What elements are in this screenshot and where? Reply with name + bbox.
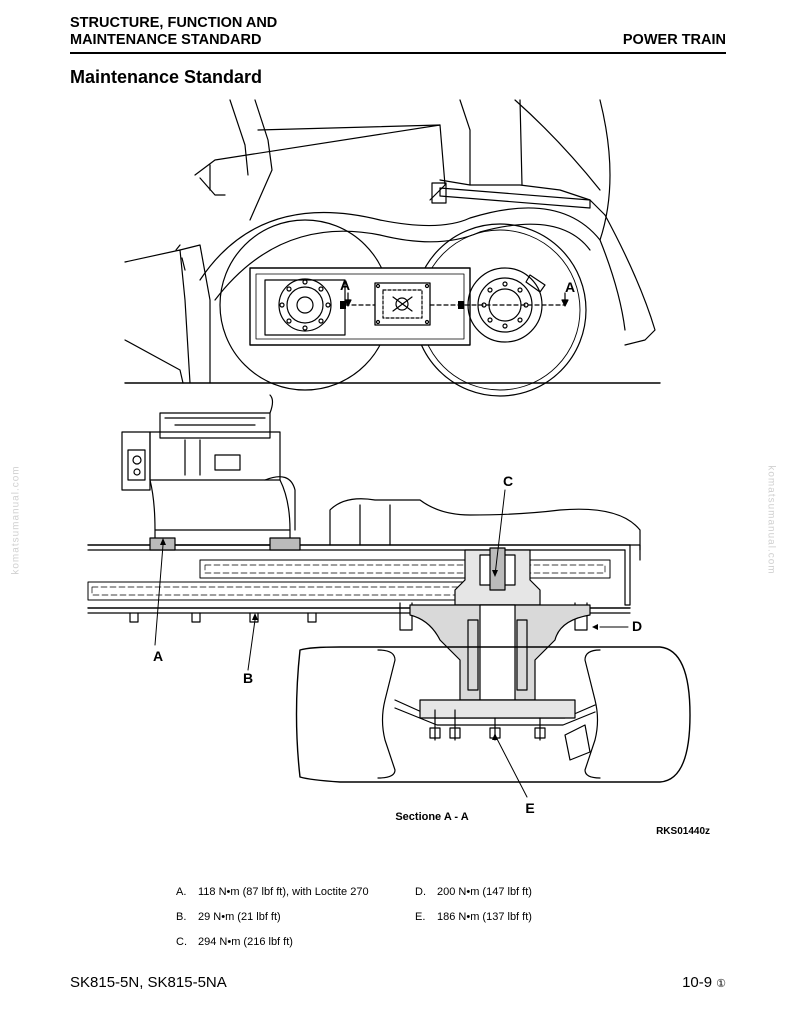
header-section-name: POWER TRAIN: [622, 32, 726, 48]
figure-code: RKS01440z: [656, 826, 710, 837]
callout-c: C: [503, 473, 513, 489]
section-marker-right: A: [565, 279, 575, 295]
legend-letter: E.: [415, 911, 426, 923]
header-title-line1: STRUCTURE, FUNCTION AND: [70, 15, 278, 31]
legend-letter: B.: [176, 911, 187, 923]
section-caption: Sectione A - A: [395, 811, 468, 823]
callout-d: D: [632, 618, 642, 634]
machine-side-view: [124, 99, 661, 397]
page-number: 10-9: [682, 974, 713, 991]
header-divider: [70, 52, 726, 54]
section-marker-left: A: [340, 277, 350, 293]
header-chapter-title: STRUCTURE, FUNCTION AND MAINTENANCE STAN…: [70, 15, 277, 49]
legend-item-a: A. 118 N•m (87 lbf ft), with Loctite 270: [176, 885, 369, 899]
legend-text: 118 N•m (87 lbf ft), with Loctite 270: [198, 886, 369, 898]
front-hub: [264, 278, 346, 336]
page-title: Maintenance Standard: [70, 67, 263, 87]
legend-item-c: C. 294 N•m (216 lbf ft): [176, 935, 293, 949]
legend-letter: C.: [176, 936, 187, 948]
footer-models: SK815-5N, SK815-5NA: [70, 974, 227, 991]
legend-text: 200 N•m (147 lbf ft): [437, 886, 532, 898]
leader-lines: [154, 489, 629, 798]
legend-item-b: B. 29 N•m (21 lbf ft): [176, 910, 281, 924]
legend-text: 29 N•m (21 lbf ft): [198, 911, 281, 923]
legend-letter: D.: [415, 886, 426, 898]
callout-a: A: [153, 648, 163, 664]
section-view: [87, 394, 691, 783]
legend-text: 186 N•m (137 lbf ft): [437, 911, 532, 923]
callout-b: B: [243, 670, 253, 686]
legend-item-d: D. 200 N•m (147 lbf ft): [415, 885, 532, 899]
legend-letter: A.: [176, 886, 187, 898]
revision-mark: ①: [716, 978, 726, 990]
legend-item-e: E. 186 N•m (137 lbf ft): [415, 910, 532, 924]
legend-text: 294 N•m (216 lbf ft): [198, 936, 293, 948]
callout-e: E: [525, 800, 534, 816]
header-title-line2: MAINTENANCE STANDARD: [70, 32, 262, 48]
